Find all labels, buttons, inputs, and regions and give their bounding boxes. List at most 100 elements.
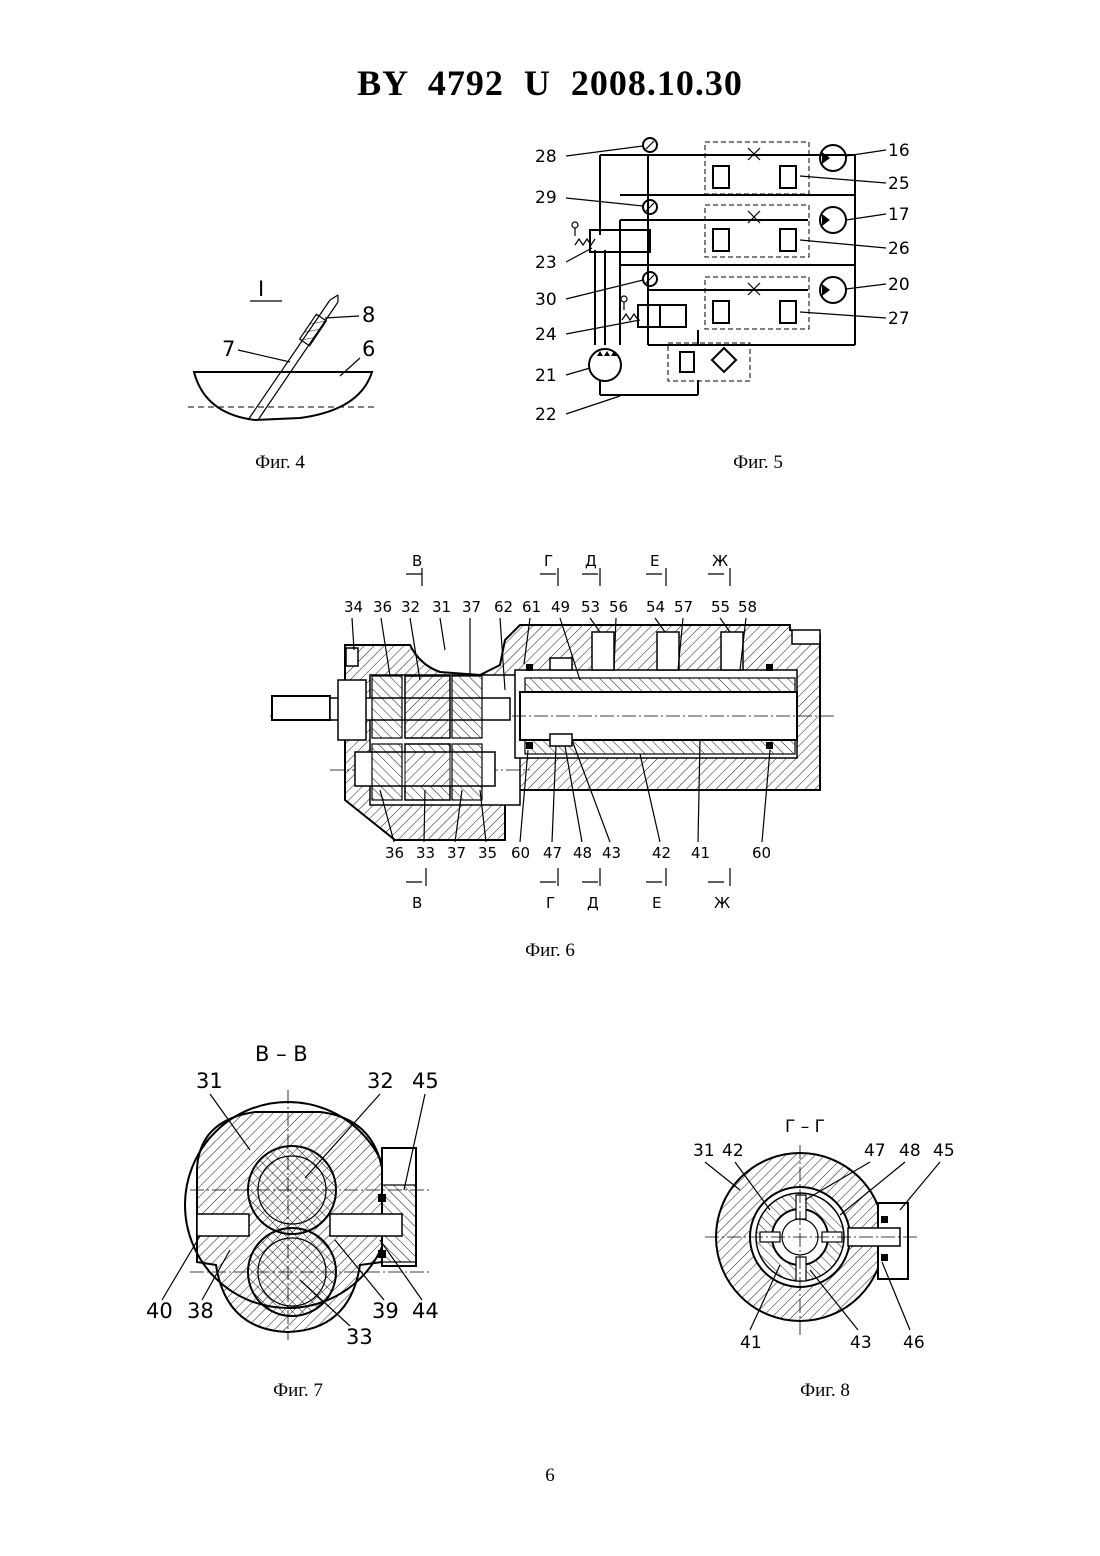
fig6-label-41: 41 <box>691 844 710 862</box>
fig6-mark-top-g: Г <box>544 552 553 570</box>
fig7-drawing: В – В 31 32 45 40 38 39 44 33 <box>146 1042 439 1349</box>
fig4-label-7: 7 <box>222 337 235 361</box>
fig5-motor-16-arrow <box>822 152 830 164</box>
fig6-label-31: 31 <box>432 598 451 616</box>
fig5-valve-24-b <box>660 305 686 327</box>
fig7-oring-2 <box>378 1250 386 1258</box>
fig6-label-60-right: 60 <box>752 844 771 862</box>
fig5-leader-24 <box>566 320 640 334</box>
fig8-caption: Фиг. 8 <box>745 1380 905 1402</box>
fig8-label-47: 47 <box>864 1141 886 1161</box>
fig6-port-53 <box>592 632 614 670</box>
fig6-label-35: 35 <box>478 844 497 862</box>
fig6-label-47: 47 <box>543 844 562 862</box>
fig6-label-43: 43 <box>602 844 621 862</box>
fig6-mark-top-e: Е <box>650 552 659 570</box>
fig5-block-25 <box>705 142 809 194</box>
fig7-label-40: 40 <box>146 1299 173 1323</box>
fig6-pin-47 <box>550 658 572 670</box>
fig5-block-26 <box>705 205 809 257</box>
fig6-bushing-36-bottom <box>372 744 402 800</box>
fig4-holder-8 <box>300 314 327 346</box>
fig5-pump-21 <box>589 349 621 381</box>
fig5-label-25: 25 <box>888 174 910 194</box>
fig6-label-34: 34 <box>344 598 363 616</box>
fig6-drawing: В Г Д Е Ж В Г Д Е Ж 34 36 32 <box>270 552 835 912</box>
fig6-label-60-left: 60 <box>511 844 530 862</box>
fig8-label-41: 41 <box>740 1333 762 1353</box>
fig6-label-36-bottom: 36 <box>385 844 404 862</box>
fig4-view-label: I <box>258 277 264 301</box>
fig5-relief <box>680 352 694 372</box>
fig8-section-title: Г – Г <box>785 1117 825 1137</box>
fig6-bushing-37-top <box>452 676 482 738</box>
fig6-mark-bot-e: Е <box>652 894 661 912</box>
fig5-pump-arrows <box>597 351 617 356</box>
fig7-label-38: 38 <box>187 1299 214 1323</box>
fig5-block-26-v2 <box>780 229 796 251</box>
fig4-leader-8 <box>325 316 359 318</box>
fig6-label-36-top: 36 <box>373 598 392 616</box>
fig6-oring-2 <box>766 664 773 671</box>
fig8-pin-47 <box>796 1195 806 1219</box>
fig6-oring-4 <box>766 742 773 749</box>
fig5-valve-23-knob <box>572 222 578 228</box>
fig6-label-53: 53 <box>581 598 600 616</box>
fig5-block-26-v1 <box>713 229 729 251</box>
fig5-leader-16 <box>846 150 886 156</box>
fig5-valve-23-a <box>590 230 620 252</box>
fig6-screw-34 <box>346 648 358 666</box>
fig5-motor-20-arrow <box>822 284 830 296</box>
fig6-label-37-top: 37 <box>462 598 481 616</box>
fig6-port-55 <box>721 632 743 670</box>
fig5-block-26-frame <box>705 205 809 257</box>
fig4-leader-7 <box>238 350 290 362</box>
fig6-mark-bot-v: В <box>412 894 422 912</box>
fig6-mark-top-v-line <box>406 568 422 586</box>
fig6-port-54 <box>657 632 679 670</box>
fig8-drawing: Г – Г 31 42 47 48 45 41 43 46 <box>693 1117 955 1353</box>
fig6-label-49: 49 <box>551 598 570 616</box>
fig6-mark-top-zh-line <box>708 568 730 586</box>
fig7-label-31: 31 <box>196 1069 223 1093</box>
fig5-label-26: 26 <box>888 239 910 259</box>
fig6-label-58: 58 <box>738 598 757 616</box>
fig8-label-46: 46 <box>903 1333 925 1353</box>
fig6-mark-bot-v-line <box>406 868 426 886</box>
fig5-block-25-frame <box>705 142 809 194</box>
fig5-leader-17 <box>846 214 886 220</box>
fig5-leader-27 <box>800 312 886 318</box>
fig6-mark-bot-g-line <box>540 868 558 886</box>
fig4-body-6 <box>194 372 372 420</box>
fig5-block-25-v1 <box>713 166 729 188</box>
fig5-caption: Фиг. 5 <box>678 452 838 474</box>
fig8-label-48: 48 <box>899 1141 921 1161</box>
fig5-leader-26 <box>800 240 886 248</box>
fig4-label-6: 6 <box>362 337 375 361</box>
fig6-label-61: 61 <box>522 598 541 616</box>
fig5-motor-17-arrow <box>822 214 830 226</box>
fig6-mark-top-d-line <box>582 568 600 586</box>
fig6-bushing-37-bottom <box>452 744 482 800</box>
fig6-pin-48 <box>550 734 572 746</box>
fig6-label-54: 54 <box>646 598 665 616</box>
fig6-label-56: 56 <box>609 598 628 616</box>
fig6-label-32: 32 <box>401 598 420 616</box>
fig6-caption: Фиг. 6 <box>470 940 630 962</box>
fig6-bushing-36-top <box>372 676 402 738</box>
fig8-oring-1 <box>881 1216 888 1223</box>
fig7-label-39: 39 <box>372 1299 399 1323</box>
fig6-oring-1 <box>526 664 533 671</box>
fig6-section-marks-top: В Г Д Е Ж <box>406 552 730 586</box>
fig5-block-27 <box>705 277 809 329</box>
fig7-label-32: 32 <box>367 1069 394 1093</box>
fig8-oring-2 <box>881 1254 888 1261</box>
fig6-seal <box>338 680 366 740</box>
fig7-oring-1 <box>378 1194 386 1202</box>
fig7-channel-40 <box>197 1214 249 1236</box>
fig5-valve-24-knob <box>621 296 627 302</box>
fig5-valve-23-b <box>620 230 650 252</box>
fig5-label-23: 23 <box>535 253 557 273</box>
fig6-mark-bot-d: Д <box>587 894 599 912</box>
fig5-leader-25 <box>800 176 886 183</box>
